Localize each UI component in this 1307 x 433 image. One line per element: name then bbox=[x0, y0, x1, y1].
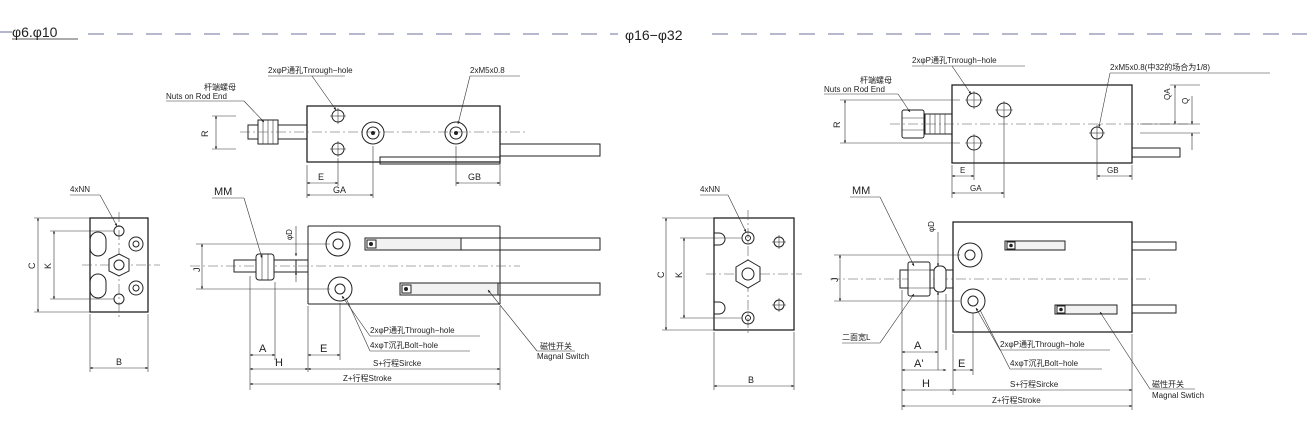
right-dim-A-prime: A' bbox=[914, 358, 923, 370]
left-label-mm: MM bbox=[214, 186, 232, 198]
right-label-thread: 2xM5x0.8(中32的场合为1/8) bbox=[1110, 62, 1210, 72]
right-switch-1 bbox=[1004, 240, 1066, 251]
right-label-bolt-hole: 4xφT沉孔Bolt−hole bbox=[1010, 359, 1079, 368]
right-label-switch-cn: 磁性开关 bbox=[1152, 379, 1184, 389]
right-dim-R: R bbox=[832, 121, 842, 128]
header-band: φ6.φ10 φ16−φ32 bbox=[0, 24, 1307, 43]
right-label-through-hole-top: 2xφP通孔Tnrough−hole bbox=[912, 55, 997, 65]
left-dim-H: H bbox=[275, 357, 283, 369]
right-label-through-hole-bottom: 2xφP通孔Through−hole bbox=[1000, 339, 1085, 349]
right-side-nut bbox=[907, 261, 931, 297]
right-end-hex bbox=[735, 259, 761, 289]
right-end-slot-1 bbox=[714, 232, 726, 246]
right-dim-S: S+行程Sircke bbox=[1010, 379, 1059, 389]
left-switch-2 bbox=[399, 282, 499, 296]
right-dim-GB: GB bbox=[1107, 166, 1119, 175]
right-dim-B: B bbox=[748, 375, 754, 385]
left-end-port-1 bbox=[128, 236, 144, 252]
right-label-nut-cn: 杆端螺母 bbox=[860, 75, 892, 85]
left-end-slot-2 bbox=[89, 273, 107, 299]
right-dim-Z: Z+行程Stroke bbox=[992, 395, 1041, 405]
right-drawing: R QA Q E GB GA 2xφP通孔Tnrough−hole 2xM5x0… bbox=[656, 55, 1270, 410]
left-end-slot-1 bbox=[89, 231, 107, 257]
right-dim-A: A bbox=[914, 340, 922, 352]
left-dim-C: C bbox=[27, 262, 37, 269]
left-label-switch-en: Magnal Switch bbox=[537, 352, 589, 361]
left-dim-GB: GB bbox=[468, 172, 481, 182]
right-side-port-1 bbox=[957, 242, 983, 268]
left-top-bottom-strip bbox=[379, 156, 501, 165]
left-end-port-2 bbox=[128, 280, 144, 296]
right-dim-E-top: E bbox=[960, 166, 965, 175]
left-side-view: φD J MM 2xφP通孔Through−hole 4xφT沉孔Bolt−ho… bbox=[190, 186, 601, 390]
left-dim-J: J bbox=[192, 268, 202, 273]
right-dim-QA: QA bbox=[1163, 88, 1172, 100]
left-label-nut-cn: 杆端螺母 bbox=[204, 82, 236, 92]
left-top-cable bbox=[499, 143, 601, 157]
right-end-view: C K B 4xNN bbox=[656, 185, 802, 390]
left-dim-GA: GA bbox=[333, 185, 346, 195]
right-label-nn: 4xNN bbox=[700, 185, 720, 194]
left-switch-1 bbox=[364, 237, 462, 251]
right-top-cable bbox=[1131, 147, 1181, 158]
left-label-switch-cn: 磁性开关 bbox=[540, 341, 572, 351]
right-switch-2 bbox=[1054, 304, 1118, 315]
left-top-view: R E GB GA 2xφP通孔Tnrough−hole 2xM5x0.8 杆端… bbox=[166, 65, 601, 198]
left-dim-E-bottom: E bbox=[320, 343, 327, 355]
header-left-label: φ6.φ10 bbox=[12, 24, 58, 40]
right-top-view: R QA Q E GB GA 2xφP通孔Tnrough−hole 2xM5x0… bbox=[824, 55, 1270, 198]
right-dim-Q: Q bbox=[1181, 98, 1190, 104]
right-side-port-2 bbox=[960, 288, 986, 314]
right-dim-H: H bbox=[922, 378, 930, 390]
right-end-slot-2 bbox=[714, 301, 726, 315]
right-dim-J: J bbox=[830, 278, 840, 283]
left-end-view: C K B 4xNN bbox=[27, 185, 160, 372]
right-dim-C: C bbox=[656, 271, 666, 278]
right-dim-E-bottom: E bbox=[958, 358, 965, 370]
left-top-body bbox=[306, 105, 501, 163]
left-side-nut bbox=[255, 253, 275, 281]
right-label-width-L: 二面宽L bbox=[842, 332, 871, 342]
left-dim-B: B bbox=[116, 357, 122, 367]
left-label-bolt-hole: 4xφT沉孔Bolt−hole bbox=[370, 341, 439, 350]
right-side-body bbox=[952, 221, 1133, 333]
left-top-port-2 bbox=[444, 121, 468, 145]
left-label-through-hole-bottom: 2xφP通孔Through−hole bbox=[370, 325, 455, 335]
left-label-nut-en: Nuts on Rod End bbox=[166, 92, 227, 101]
left-dim-S: S+行程Sircke bbox=[373, 358, 422, 368]
right-label-nut-en: Nuts on Rod End bbox=[824, 85, 885, 94]
right-dim-K: K bbox=[674, 272, 684, 278]
left-dim-E-top: E bbox=[318, 172, 324, 182]
right-dim-phiD: φD bbox=[927, 221, 936, 232]
right-label-mm: MM bbox=[852, 185, 870, 197]
left-dim-Z: Z+行程Stroke bbox=[343, 373, 392, 383]
left-label-nn: 4xNN bbox=[70, 185, 90, 194]
left-drawing: R E GB GA 2xφP通孔Tnrough−hole 2xM5x0.8 杆端… bbox=[27, 65, 601, 390]
left-dim-phiD: φD bbox=[285, 229, 294, 240]
left-dim-A: A bbox=[259, 343, 267, 355]
left-dim-K: K bbox=[43, 263, 53, 269]
left-label-thread: 2xM5x0.8 bbox=[470, 66, 505, 75]
left-label-through-hole-top: 2xφP通孔Tnrough−hole bbox=[268, 65, 353, 75]
left-side-port-2 bbox=[327, 276, 353, 302]
left-end-hex bbox=[108, 253, 130, 277]
right-dim-GA: GA bbox=[970, 184, 982, 193]
left-top-port-1 bbox=[361, 121, 385, 145]
header-right-label: φ16−φ32 bbox=[625, 27, 683, 43]
right-side-view: φD J MM 二面宽L 2xφP通孔Through−hole 4xφT沉孔Bo… bbox=[830, 185, 1204, 410]
left-dim-R: R bbox=[200, 130, 210, 137]
right-label-switch-en: Magnal Swtich bbox=[1152, 391, 1204, 400]
